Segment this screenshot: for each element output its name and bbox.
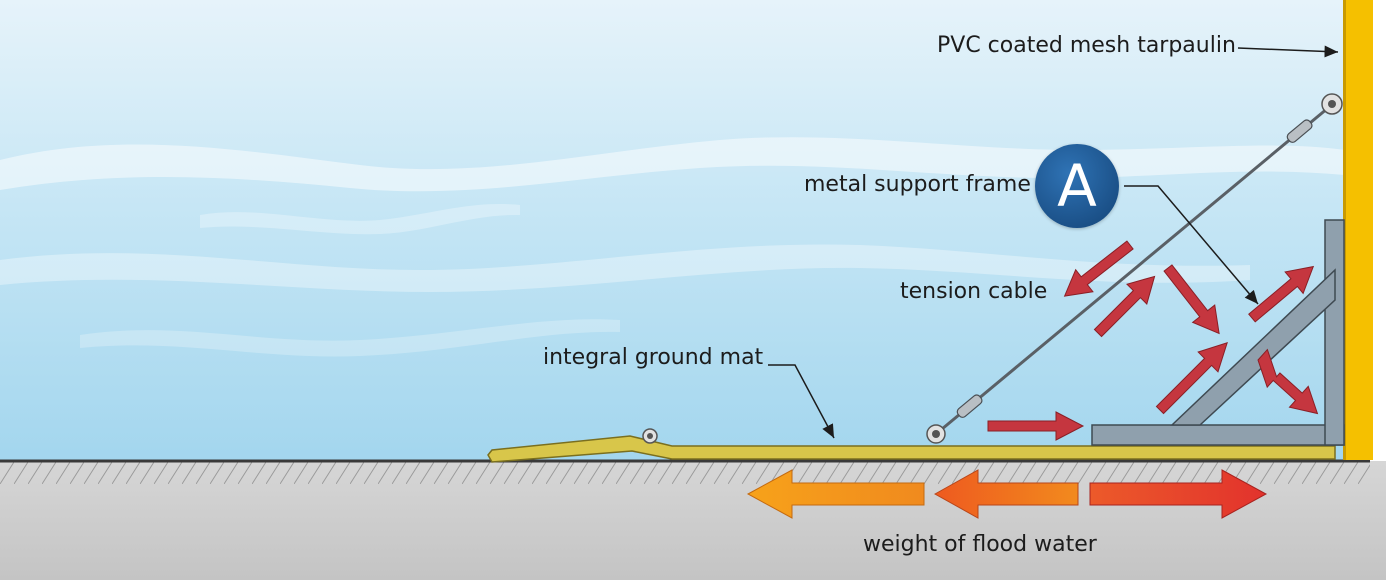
water-waves — [0, 137, 1345, 357]
label-integral-ground-mat: integral ground mat — [543, 345, 764, 370]
label-pvc-tarpaulin: PVC coated mesh tarpaulin — [937, 33, 1236, 58]
label-tension-cable: tension cable — [900, 279, 1048, 304]
metal-support-frame — [1091, 219, 1345, 446]
pvc-tarpaulin — [1343, 0, 1373, 460]
force-arrow — [1093, 275, 1156, 338]
mat-hinge — [642, 428, 658, 444]
frame-leader — [1124, 185, 1259, 305]
weight-arrow-middle — [933, 469, 1079, 519]
weight-arrow-right — [1089, 469, 1268, 519]
ground-hatch — [0, 462, 1370, 484]
detail-badge-a: A — [1035, 144, 1119, 228]
force-arrows — [987, 240, 1319, 441]
label-weight-of-flood-water: weight of flood water — [863, 532, 1097, 557]
leader-lines — [768, 45, 1339, 439]
force-arrow — [1257, 348, 1319, 415]
force-arrow — [1063, 240, 1134, 297]
weight-arrow-left — [746, 469, 925, 519]
mat-leader — [768, 364, 835, 439]
weight-arrows — [746, 469, 1268, 519]
force-arrow — [1155, 342, 1228, 415]
ground-mat — [487, 435, 1336, 463]
tarpaulin-leader — [1237, 45, 1339, 58]
force-arrow — [987, 411, 1085, 441]
tension-cable — [926, 93, 1343, 444]
force-arrow — [1248, 265, 1315, 323]
flood-water — [0, 0, 1345, 460]
force-arrow — [1163, 264, 1220, 335]
label-metal-support-frame: metal support frame — [804, 172, 1031, 197]
